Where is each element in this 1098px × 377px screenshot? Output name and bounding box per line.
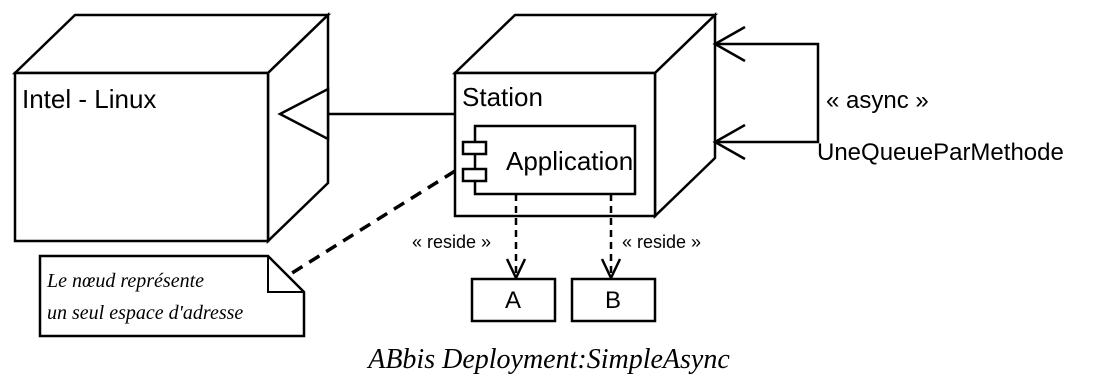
station-label: Station [462, 82, 543, 112]
note-connector [291, 169, 456, 275]
intel-linux-node: Intel - Linux [11, 12, 332, 244]
application-component: Application [461, 124, 637, 196]
note: Le nœud représente un seul espace d'adre… [38, 254, 306, 338]
reside-label-b: « reside » [622, 232, 701, 252]
station-node: Station [451, 12, 719, 219]
queue-name: UneQueueParMethode [817, 139, 1064, 166]
reside-label-a: « reside » [412, 232, 491, 252]
diagram-caption: ABbis Deployment:SimpleAsync [366, 344, 730, 375]
artifact-a: A [470, 277, 557, 323]
artifact-a-label: A [505, 287, 521, 314]
async-self-link: « async » UneQueueParMethode [712, 25, 1064, 166]
application-label: Application [506, 146, 633, 176]
intel-linux-label: Intel - Linux [22, 84, 156, 114]
artifact-b: B [570, 277, 657, 323]
generalization-arrow [277, 86, 455, 142]
async-stereotype: « async » [826, 87, 929, 114]
note-line-2: un seul espace d'adresse [47, 302, 243, 324]
reside-dependency-b: « reside » [600, 194, 701, 281]
note-line-1: Le nœud représente [46, 270, 204, 292]
artifact-b-label: B [605, 287, 621, 314]
